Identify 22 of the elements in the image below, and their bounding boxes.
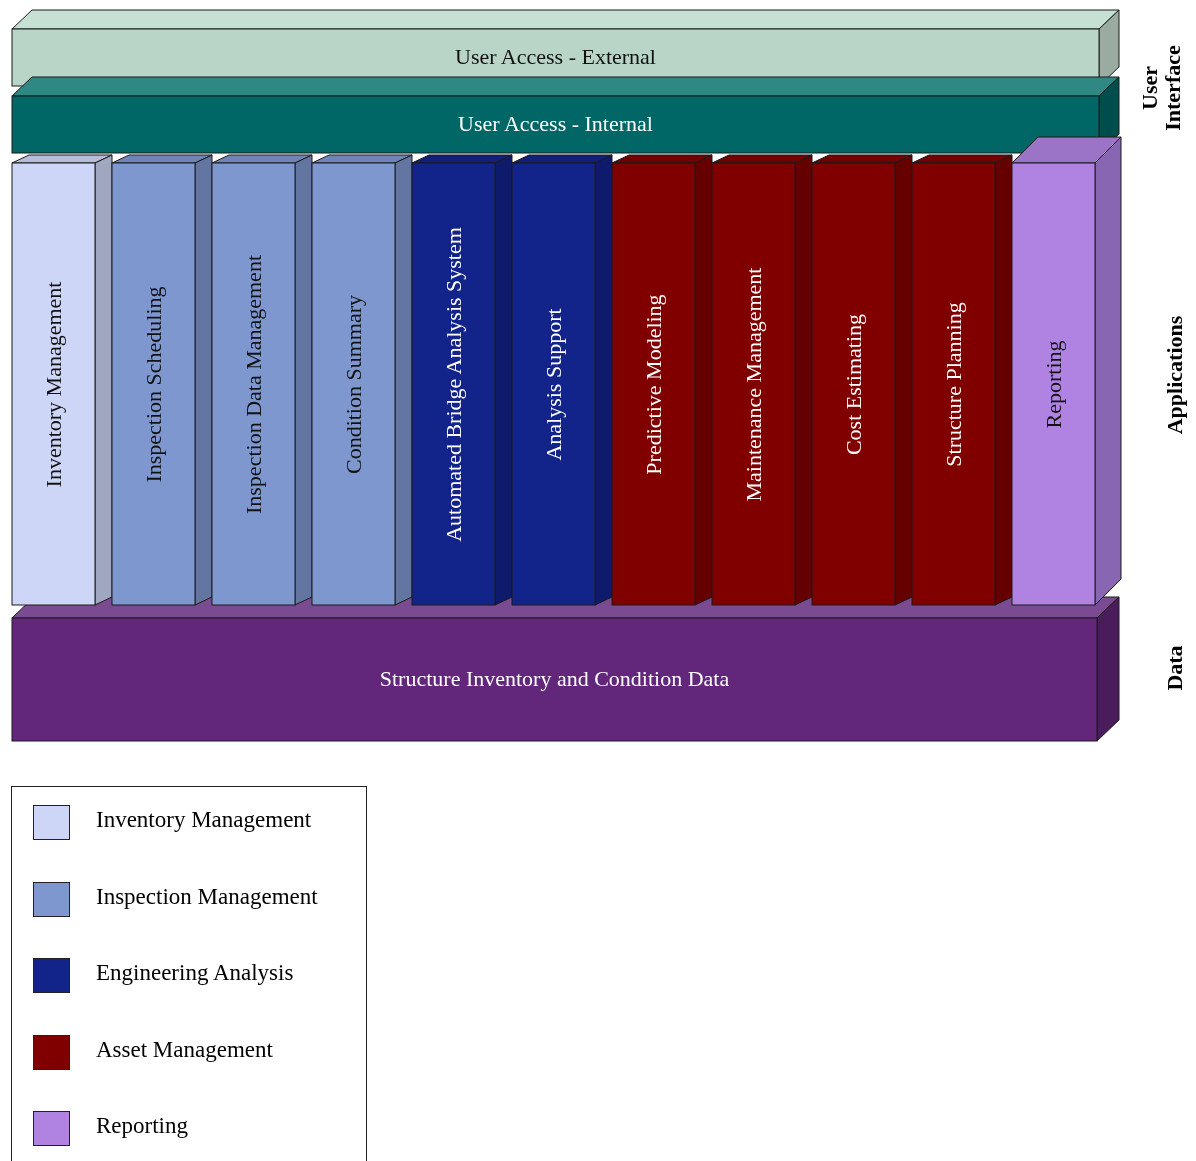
block-label: Automated Bridge Analysis System bbox=[441, 226, 466, 542]
layer-label: Data bbox=[1163, 644, 1187, 693]
block-label: Condition Summary bbox=[341, 294, 366, 474]
block-label: Reporting bbox=[1041, 340, 1066, 428]
block-label: Inspection Scheduling bbox=[141, 285, 166, 483]
block-label: Structure Inventory and Condition Data bbox=[379, 667, 730, 692]
block-label: Analysis Support bbox=[541, 307, 566, 461]
block-label: User Access - Internal bbox=[458, 112, 653, 137]
block-label: User Access - External bbox=[455, 45, 656, 70]
block-label: Inventory Management bbox=[41, 281, 66, 487]
legend-text: Inventory Management bbox=[96, 807, 312, 833]
legend-text: Reporting bbox=[96, 1113, 188, 1139]
block-label: Structure Planning bbox=[941, 301, 966, 467]
block-label: Cost Estimating bbox=[841, 313, 866, 455]
block-label: Inspection Data Management bbox=[241, 254, 266, 514]
legend-text: Inspection Management bbox=[96, 883, 318, 910]
legend-text: Engineering Analysis bbox=[96, 960, 294, 986]
block-label: Predictive Modeling bbox=[641, 293, 666, 475]
block-label: Maintenance Management bbox=[741, 267, 766, 501]
layer-label: User Interface bbox=[1138, 44, 1186, 133]
legend-text: Asset Management bbox=[96, 1036, 273, 1063]
layer-label: Applications bbox=[1163, 314, 1187, 437]
